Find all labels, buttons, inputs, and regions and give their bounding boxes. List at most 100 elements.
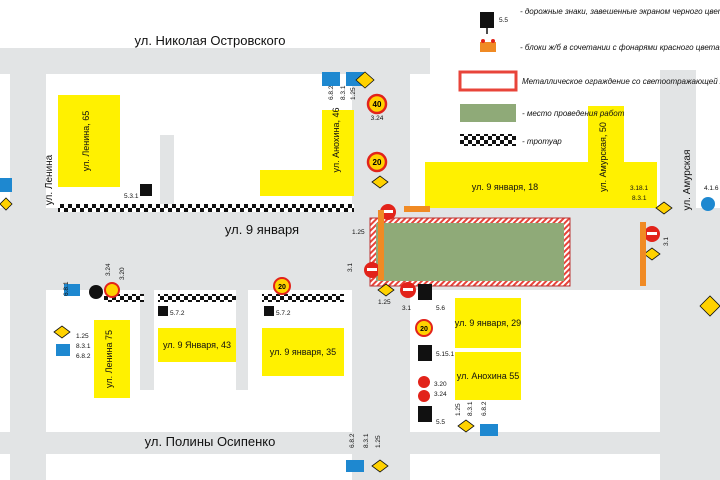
label-amurskaya-50: ул. Амурская, 50 [598,122,608,192]
speed-limit-20-icon [366,151,388,173]
legend-concrete-blocks-text: - блоки ж/б в сочетании с фонарями красн… [520,43,720,52]
legend-work-area-icon [460,104,516,122]
code-4-1-6: 4.1.6 [704,185,719,192]
concrete-blocks-west-icon [378,210,384,280]
traffic-devices: 6.8.2 8.3.1 1.25 40 3.24 20 1.25 3.1 1.2… [0,71,720,473]
label-9-yanvarya-18: ул. 9 января, 18 [472,182,538,192]
code-3-1-east: 3.1 [663,237,670,246]
legend-covered-sign-code: 5.5 [499,17,508,24]
code-3-20-west: 3.20 [119,267,126,280]
concrete-blocks-east-icon [640,222,646,286]
label-lenina-75: ул. Ленина 75 [104,330,114,388]
code-3-20: 3.20 [434,381,447,388]
speed-limit-20-west-text: 20 [278,284,286,291]
code-6-8-2-top: 6.8.2 [328,85,335,100]
sign-detour-far-west-icon [0,178,12,192]
covered-sign-5-15-1-icon [418,345,432,361]
code-6-8-2-west: 6.8.2 [76,353,91,360]
covered-sign-5-3-1-icon [140,184,152,196]
sidewalks [58,204,354,302]
speed-limit-40-text: 40 [373,100,382,109]
sign-no-overtaking-west-icon [104,282,120,298]
code-1-25-west-2: 1.25 [76,333,89,340]
sidewalk-south-2 [158,294,236,302]
legend-concrete-block-icon [480,42,496,52]
code-5-5: 5.5 [436,419,445,426]
label-9-yanvarya-43: ул. 9 Января, 43 [163,340,231,350]
legend-sidewalk-text: - тротуар [522,137,562,146]
code-3-24-west: 3.24 [105,263,112,276]
sign-detour-osipenko-icon [480,424,498,436]
building-9-yanvarya-29 [455,298,521,348]
building-amurskaya-50 [588,106,624,208]
sign-roadworks-east-icon [643,247,661,261]
code-5-7-2-a: 5.7.2 [170,310,185,317]
street-label-lenina: ул. Ленина [44,154,55,205]
code-6-8-2-osipenko: 6.8.2 [481,401,488,416]
code-3-24-south: 3.24 [434,391,447,398]
speed-limit-20-south-text: 20 [420,326,428,333]
code-8-3-1-top: 8.3.1 [340,85,347,100]
legend-covered-signs-text: - дорожные знаки, завешенные экраном чер… [520,7,720,16]
code-8-3-1-east: 8.3.1 [632,195,647,202]
label-9-yanvarya-35: ул. 9 января, 35 [270,347,336,357]
sign-detour-bottom-icon [346,460,364,472]
code-1-25-south: 1.25 [378,299,391,306]
legend-work-area-text: - место проведения работ [522,109,625,118]
work-area [376,223,564,281]
concrete-blocks-north-icon [404,206,430,212]
sidewalk-north [58,204,354,212]
street-label-ostrovskogo: ул. Николая Островского [135,33,286,48]
code-1-25-bottom: 1.25 [375,435,382,448]
sign-roadworks-icon [371,175,389,189]
code-3-24-top: 3.24 [371,115,384,122]
building-lenina-75 [94,320,130,398]
speed-limit-20-west-icon [273,277,291,295]
covered-sign-5-7-2-a-icon [158,306,168,316]
sign-speed-30-icon [418,390,430,402]
covered-sign-5-5-icon [418,406,432,422]
sign-direction-4-1-6-icon [701,197,715,211]
label-9-yanvarya-29: ул. 9 января, 29 [455,318,521,328]
lane-yard-3 [236,290,248,390]
label-anokhina-55: ул. Анохина 55 [457,371,519,381]
code-1-25-top: 1.25 [350,87,357,100]
label-lenina-65: ул. Ленина, 65 [81,111,91,171]
road-amurskaya [660,70,696,480]
legend-fence-icon [458,70,518,92]
building-9-yanvarya-43 [158,328,236,362]
building-anokhina-55 [455,352,521,400]
code-5-7-2-b: 5.7.2 [276,310,291,317]
sidewalk-south-1 [104,294,144,302]
code-6-8-2-bottom: 6.8.2 [349,433,356,448]
speed-limit-40-icon [366,93,388,115]
building-9-yanvarya-35 [262,328,344,376]
code-8-3-1-osipenko: 8.3.1 [467,401,474,416]
sign-roadworks-west-icon [53,325,71,339]
speed-limit-20-text: 20 [373,158,382,167]
sign-roadworks-far-west-icon [0,197,13,211]
legend: 5.5 - дорожные знаки, завешенные экраном… [458,7,720,146]
sign-roadworks-osipenko-icon [457,419,475,433]
code-8-3-1-bottom: 8.3.1 [363,433,370,448]
building-anokhina-46 [260,170,354,196]
sign-roadworks-bottom-icon [371,459,389,473]
code-1-25-west: 1.25 [352,229,365,236]
code-3-1-south: 3.1 [402,305,411,312]
lane-yard-1 [160,135,174,210]
sign-roadworks-south-icon [377,283,395,297]
code-3-1-west: 3.1 [347,263,354,272]
street-label-amurskaya: ул. Амурская [682,150,693,211]
sign-roadworks-east-2-icon [655,201,673,215]
covered-sign-5-7-2-b-icon [264,306,274,316]
code-8-3-1-west: 8.3.1 [76,343,91,350]
code-1-25-osipenko: 1.25 [455,403,462,416]
street-label-osipenko: ул. Полины Осипенко [145,434,276,449]
road-lenina [10,48,46,480]
sign-detour-west-icon [64,284,80,296]
code-5-3-1: 5.3.1 [124,193,139,200]
building-lenina-65 [58,95,120,187]
sidewalk-south-3 [262,294,344,302]
legend-covered-sign-icon [480,12,494,28]
